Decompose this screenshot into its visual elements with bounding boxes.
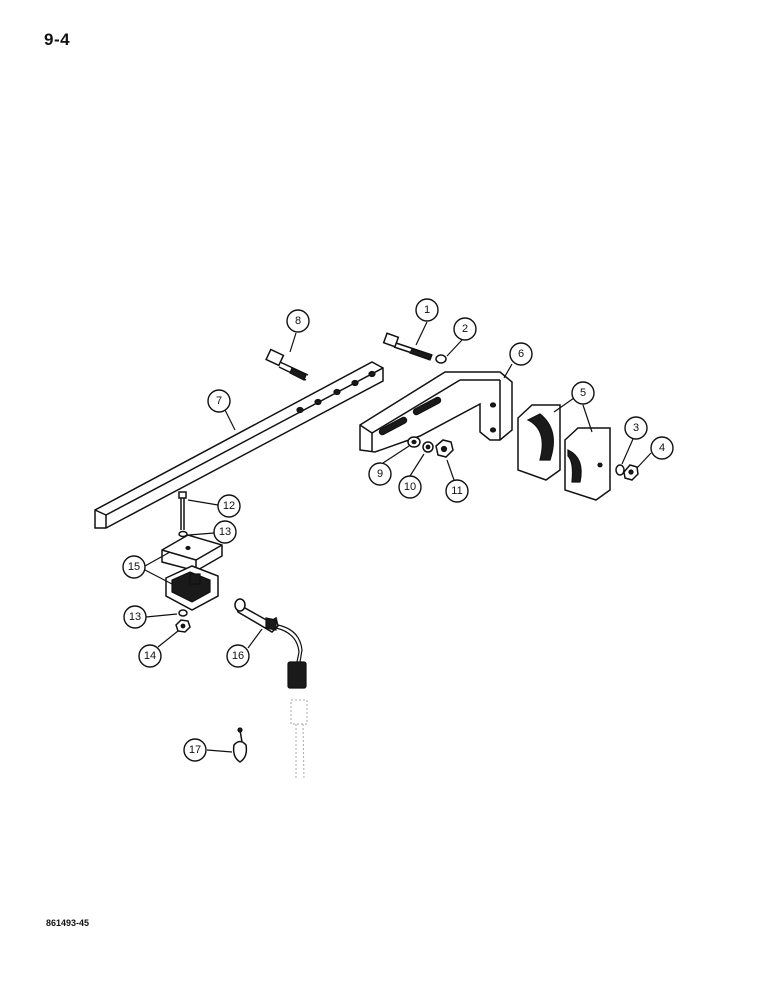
svg-text:11: 11 xyxy=(451,485,462,497)
callout-12: 12 xyxy=(217,494,241,518)
callout-13-upper: 13 xyxy=(213,520,237,544)
callout-8: 8 xyxy=(286,309,310,333)
callout-10: 10 xyxy=(398,475,422,499)
callout-5: 5 xyxy=(571,381,595,405)
svg-text:15: 15 xyxy=(128,561,140,573)
svg-text:1: 1 xyxy=(424,304,430,316)
washer-13-upper xyxy=(178,530,188,538)
washer-3 xyxy=(615,464,625,476)
svg-text:2: 2 xyxy=(462,323,468,335)
svg-text:17: 17 xyxy=(189,744,201,756)
callout-13-lower: 13 xyxy=(123,605,147,629)
l-bracket xyxy=(359,371,513,453)
svg-text:3: 3 xyxy=(633,422,639,434)
callout-9: 9 xyxy=(368,462,392,486)
svg-text:5: 5 xyxy=(580,387,586,399)
callout-17: 17 xyxy=(183,738,207,762)
callout-4: 4 xyxy=(650,436,674,460)
switch-mount xyxy=(161,534,223,611)
callout-6: 6 xyxy=(509,342,533,366)
callout-3: 3 xyxy=(624,416,648,440)
terminal-17 xyxy=(232,727,248,763)
callout-15: 15 xyxy=(122,555,146,579)
page-number: 9-4 xyxy=(44,30,71,49)
nut-11 xyxy=(435,439,454,458)
svg-text:14: 14 xyxy=(144,650,156,662)
svg-text:13: 13 xyxy=(219,526,231,538)
svg-text:4: 4 xyxy=(659,442,665,454)
svg-text:10: 10 xyxy=(404,481,416,493)
svg-text:8: 8 xyxy=(295,315,301,327)
callout-1: 1 xyxy=(415,298,439,322)
svg-text:9: 9 xyxy=(377,468,383,480)
svg-text:12: 12 xyxy=(223,500,235,512)
svg-text:6: 6 xyxy=(518,348,524,360)
clamp-blocks xyxy=(517,404,611,501)
callout-7: 7 xyxy=(207,389,231,413)
svg-text:13: 13 xyxy=(129,611,141,623)
svg-text:7: 7 xyxy=(216,395,222,407)
figure-code: 861493-45 xyxy=(46,918,90,928)
mounting-bar xyxy=(94,361,384,529)
bolt-8 xyxy=(265,348,309,381)
washer-2 xyxy=(435,354,447,364)
washer-13-lower xyxy=(178,609,188,617)
callout-11: 11 xyxy=(445,479,469,503)
nut-4 xyxy=(623,464,639,481)
sensor-16 xyxy=(234,598,308,781)
svg-text:16: 16 xyxy=(232,650,244,662)
nut-14 xyxy=(175,619,191,633)
bolt-1 xyxy=(382,332,433,361)
callout-2: 2 xyxy=(453,317,477,341)
callout-14: 14 xyxy=(138,644,162,668)
leader-lines xyxy=(144,321,652,753)
bolt-12 xyxy=(178,491,187,530)
callout-16: 16 xyxy=(226,644,250,668)
